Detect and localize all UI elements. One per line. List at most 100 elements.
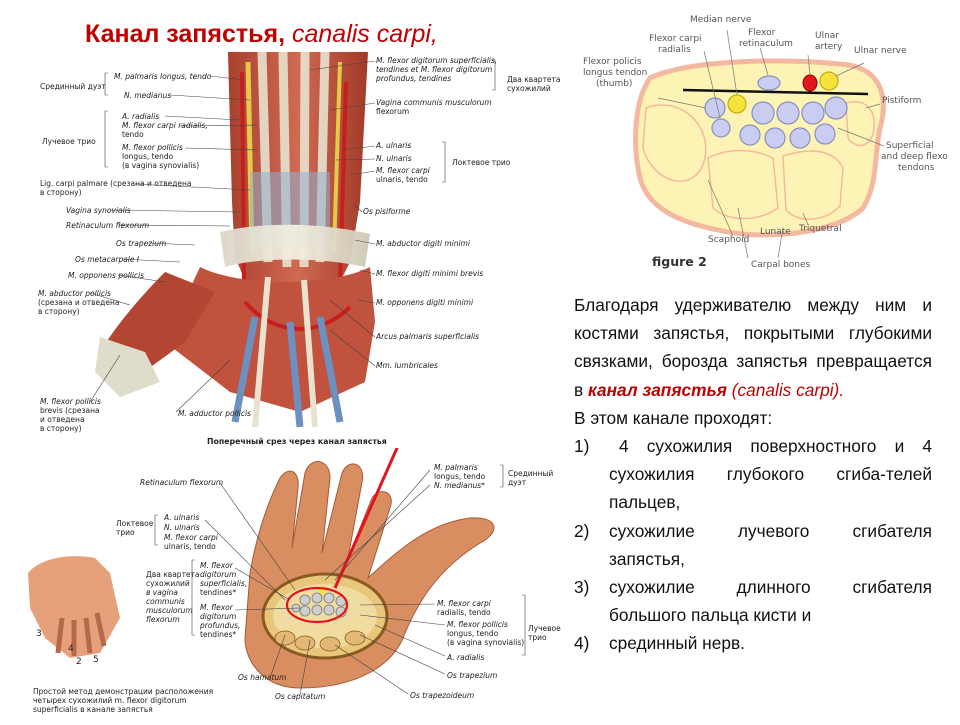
diagram-label-fcr-1: Flexor carpi [649, 34, 702, 44]
label-bottom-os-trapezium: Os trapezium [447, 671, 498, 680]
label-bottom-ulnar-trio-2: трио [116, 528, 135, 537]
contents-list: 1) 4 сухожилия поверхностного и 4 сухожил… [574, 432, 932, 658]
label-demo-caption-3: superficialis в канале запястья [33, 705, 153, 714]
diagram-label-ulnar-nerve: Ulnar nerve [854, 46, 907, 56]
flexor-tendon-1 [751, 101, 775, 125]
label-bottom-two-quartets-2: сухожилий [146, 579, 190, 588]
carpal-bones [642, 101, 875, 221]
label-mm-lumbricales: Mm. lumbricales [376, 361, 438, 370]
label-os-capitatum: Os capitatum [275, 692, 326, 701]
label-bottom-n-ulnaris: N. ulnaris [164, 523, 200, 532]
hand-cross-section-illustration [0, 429, 560, 720]
label-fcr-2: tendo [122, 130, 144, 139]
lunate-bone [707, 149, 779, 220]
label-bottom-fdp-4: tendines* [200, 630, 237, 639]
flexor-tendon-7 [789, 127, 811, 149]
flexor-tendon-5 [739, 124, 761, 146]
label-bottom-fcr: M. flexor carpi [437, 599, 491, 608]
label-arcus-palmaris: Arcus palmaris superficialis [376, 332, 480, 341]
label-bottom-radial-trio: Лучевое [528, 624, 561, 633]
label-bottom-fds-2: digitorum [200, 570, 237, 579]
label-bottom-a-ulnaris: A. ulnaris [164, 513, 200, 522]
label-demo-caption-2: четырех сухожилий m. flexor digitorum [33, 696, 187, 705]
label-bottom-fcu-2: ulnaris, tendo [164, 542, 216, 551]
label-bottom-two-quartets: Два квартета [146, 570, 200, 579]
label-fds-2: tendines et M. flexor digitorum [376, 65, 493, 74]
label-abductor-pollicis-3: в сторону) [38, 307, 80, 316]
list-intro: В этом канале проходят: [574, 407, 773, 428]
label-adductor-pollicis: M. adductor pollicis [178, 409, 251, 418]
label-vagina-communis: Vagina communis musculorum [376, 98, 492, 107]
flexor-tendon-2 [776, 101, 800, 125]
list-item: 4) срединный нерв. [574, 629, 932, 657]
intro-text: Благодаря удерживателю между ним и костя… [574, 295, 932, 400]
label-bottom-fdp-3: profundus, [200, 621, 241, 630]
diagram-label-ulnar-artery-2: artery [815, 42, 843, 52]
label-flexor-digiti-minimi: M. flexor digiti minimi brevis [376, 269, 484, 278]
label-bottom-ulnar-trio: Локтевое [116, 519, 154, 528]
list-item: 1) 4 сухожилия поверхностного и 4 сухожил… [574, 432, 932, 517]
label-bottom-fcr-2: radialis, tendo [437, 608, 491, 617]
triquetral-bone [782, 150, 844, 221]
fcr-tendon [711, 118, 731, 138]
label-bottom-fds-3: superficialis, [200, 579, 248, 588]
label-bottom-fds-4: tendines* [200, 588, 237, 597]
label-flexor-pollicis-brevis: M. flexor pollicis [40, 397, 101, 406]
label-fds-3: profundus, tendines [376, 74, 452, 83]
label-bottom-a-radialis: A. radialis [447, 653, 485, 662]
flexor-tendons [704, 75, 848, 149]
title-main: Канал запястья, [85, 20, 292, 48]
diagram-label-pistiform: Pistiform [882, 96, 921, 106]
label-lig-carpi-palmare: Lig. carpi palmare (срезана и отведена [40, 179, 192, 188]
label-fpl: M. flexor pollicis [122, 143, 183, 152]
label-radial-trio: Лучевое трио [42, 137, 96, 146]
wrist-dissection-image [95, 51, 375, 428]
flexor-retinaculum-line [682, 88, 869, 96]
label-bottom-retinaculum: Retinaculum flexorum [140, 478, 224, 487]
label-fcr: M. flexor carpi radialis, [122, 121, 208, 130]
label-bottom-n-medianus: N. medianus* [434, 481, 485, 490]
label-bottom-fdp: M. flexor [200, 603, 233, 612]
list-item-number: 1) [574, 436, 590, 457]
label-n-ulnaris: N. ulnaris [376, 154, 412, 163]
diagram-label-median-nerve: Median nerve [690, 15, 752, 25]
label-bottom-radial-trio-2: трио [528, 633, 547, 642]
label-bottom-fcu: M. flexor carpi [164, 533, 218, 542]
label-a-radialis: A. radialis [122, 112, 160, 121]
label-fcu: M. flexor carpi [376, 166, 430, 175]
label-os-hamatum: Os hamatum [238, 673, 287, 682]
label-two-quartets: Два квартета [507, 75, 561, 84]
ulnar-artery-shape [802, 74, 818, 92]
finger-number-4: 4 [68, 644, 74, 654]
label-two-quartets-2: сухожилий [507, 84, 551, 93]
list-item-text: 4 сухожилия поверхностного и 4 сухожилия… [609, 436, 932, 513]
list-item-number: 3) [574, 577, 590, 598]
list-item-text: срединный нерв. [609, 633, 745, 654]
wrist-dissection-illustration [0, 51, 560, 432]
label-bottom-os-trapezoideum: Os trapezoideum [410, 691, 475, 700]
list-item-text: сухожилие лучевого сгибателя запястья, [609, 520, 932, 569]
label-bottom-fdp-2: digitorum [200, 612, 237, 621]
finger-number-3: 3 [36, 629, 42, 639]
label-retinaculum-flexorum: Retinaculum flexorum [66, 221, 150, 230]
hand-cross-section-image [28, 429, 495, 689]
diagram-label-superficial-1: Superficial [886, 141, 934, 151]
diagram-label-carpal-bones: Carpal bones [751, 260, 811, 270]
title-latin: canalis carpi, [291, 20, 438, 48]
finger-number-2: 2 [76, 657, 82, 667]
list-item-number: 4) [574, 633, 590, 654]
label-opponens-digiti-minimi: M. opponens digiti minimi [376, 298, 474, 307]
label-flexor-pollicis-brevis-4: в сторону) [40, 424, 82, 433]
label-bottom-palmaris: M. palmaris [434, 463, 478, 472]
label-bottom-palmaris-2: longus, tendo [434, 472, 486, 481]
carpal-tunnel-diagram: Median nerve Flexor carpi radialis Flexo… [583, 15, 948, 270]
cross-section-heading: Поперечный срез через канал запястья [207, 437, 387, 446]
label-ulnar-trio: Локтевое трио [452, 158, 511, 167]
label-median-duet: Срединный дуэт [40, 82, 106, 91]
diagram-label-fpl-3: (thumb) [596, 79, 632, 89]
fpl-tendon [704, 97, 726, 119]
intro-paragraph: Благодаря удерживателю между ним и костя… [574, 291, 932, 404]
label-bottom-vagina: в vagina [146, 588, 179, 597]
label-bottom-median-duet: Срединный [508, 469, 554, 478]
label-bottom-flexorum: flexorum [146, 615, 180, 624]
